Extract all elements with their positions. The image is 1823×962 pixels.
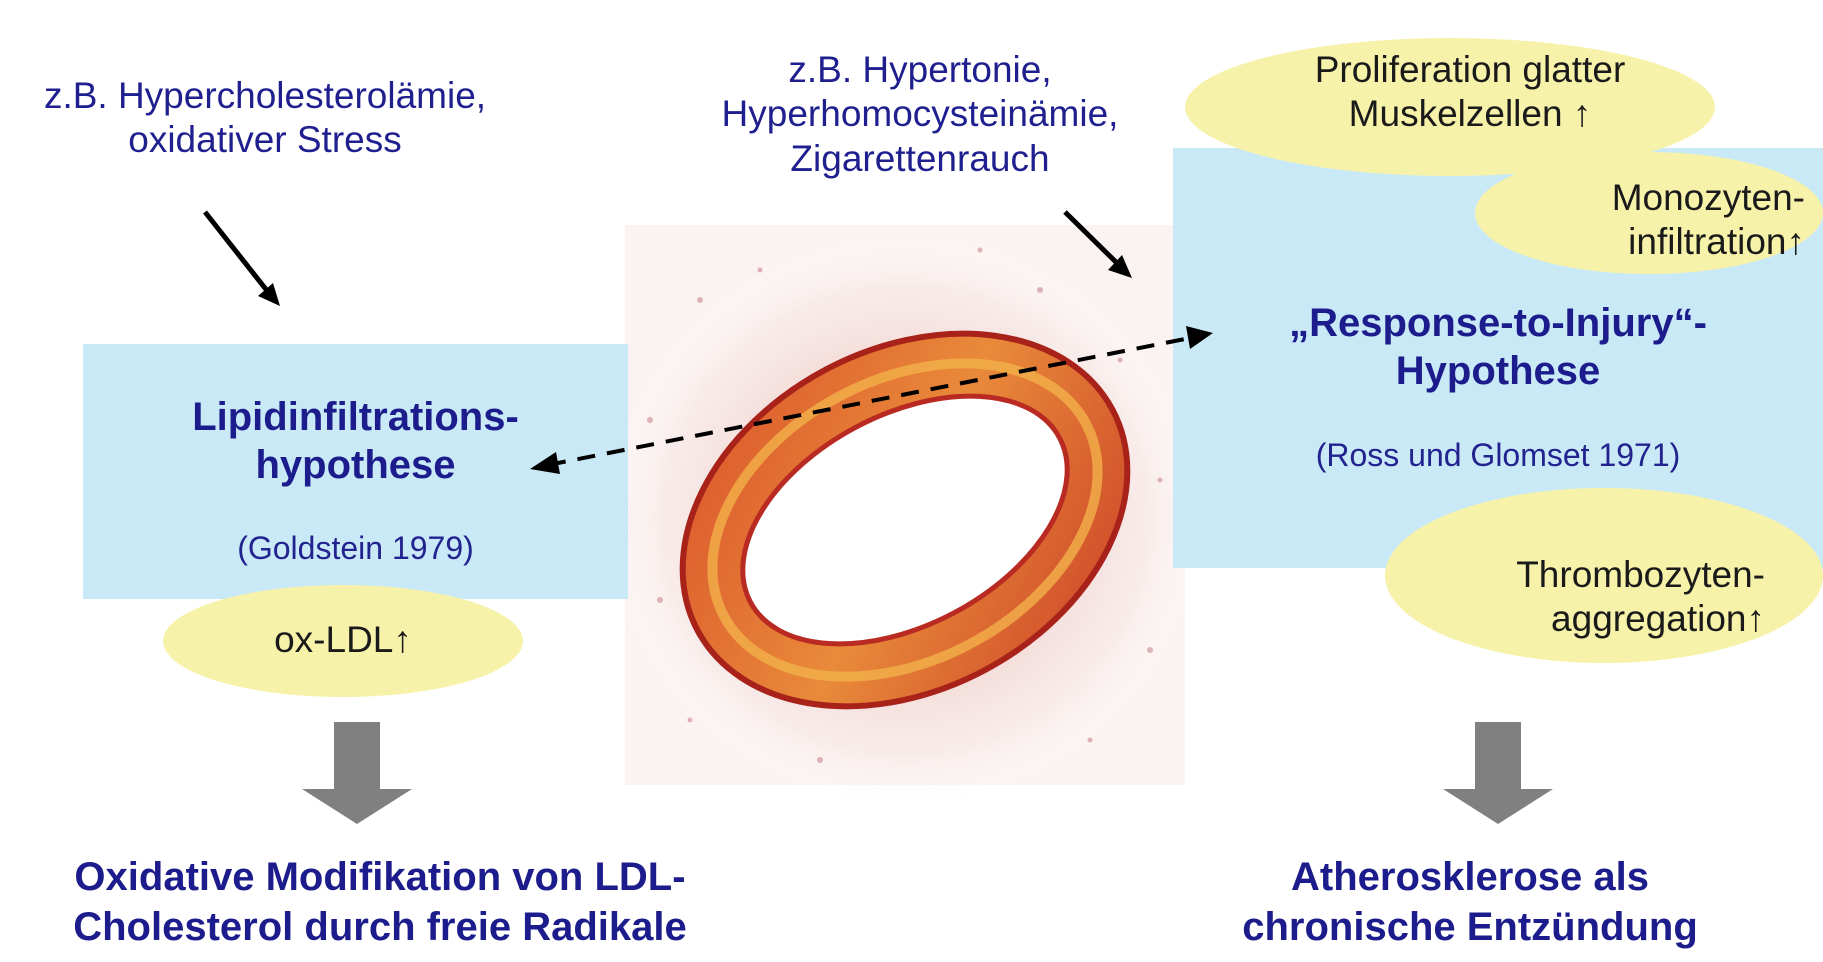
lipid-title-line1: Lipidinfiltrations-: [83, 393, 628, 441]
left-outcome-line1: Oxidative Modifikation von LDL-: [0, 852, 760, 902]
right-outcome-text: Atherosklerose als chronische Entzündung: [1170, 852, 1770, 952]
thrombozyten-line1: Thrombozyten-: [1435, 553, 1765, 597]
monozyten-text: Monozyten- infiltration↑: [1505, 176, 1805, 265]
center-cause-text: z.B. Hypertonie, Hyperhomocysteinämie, Z…: [690, 48, 1150, 181]
left-cause-text: z.B. Hypercholesterolämie, oxidativer St…: [0, 74, 530, 163]
oxldl-text: ox-LDL↑: [163, 618, 523, 662]
response-title-line1: „Response-to-Injury“-: [1173, 299, 1823, 347]
left-cause-line2: oxidativer Stress: [0, 118, 530, 162]
thrombozyten-line2: aggregation↑: [1435, 597, 1765, 641]
lipid-title-line2: hypothese: [83, 441, 628, 489]
monozyten-line1: Monozyten-: [1505, 176, 1805, 220]
lipid-citation: (Goldstein 1979): [83, 529, 628, 567]
response-title-line2: Hypothese: [1173, 347, 1823, 395]
proliferation-line2: Muskelzellen ↑: [1260, 92, 1680, 136]
left-outcome-line2: Cholesterol durch freie Radikale: [0, 902, 760, 952]
center-cause-line1: z.B. Hypertonie,: [690, 48, 1150, 92]
response-hypothesis-title: „Response-to-Injury“- Hypothese: [1173, 299, 1823, 395]
monozyten-line2: infiltration↑: [1505, 220, 1805, 264]
thrombozyten-text: Thrombozyten- aggregation↑: [1435, 553, 1765, 642]
lipid-hypothesis-title: Lipidinfiltrations- hypothese: [83, 393, 628, 489]
right-outcome-line1: Atherosklerose als: [1170, 852, 1770, 902]
proliferation-text: Proliferation glatter Muskelzellen ↑: [1260, 48, 1680, 137]
proliferation-line1: Proliferation glatter: [1260, 48, 1680, 92]
right-outcome-line2: chronische Entzündung: [1170, 902, 1770, 952]
left-outcome-text: Oxidative Modifikation von LDL- Choleste…: [0, 852, 760, 952]
center-cause-line2: Hyperhomocysteinämie,: [690, 92, 1150, 136]
center-cause-line3: Zigarettenrauch: [690, 137, 1150, 181]
left-cause-line1: z.B. Hypercholesterolämie,: [0, 74, 530, 118]
response-citation: (Ross und Glomset 1971): [1173, 436, 1823, 474]
